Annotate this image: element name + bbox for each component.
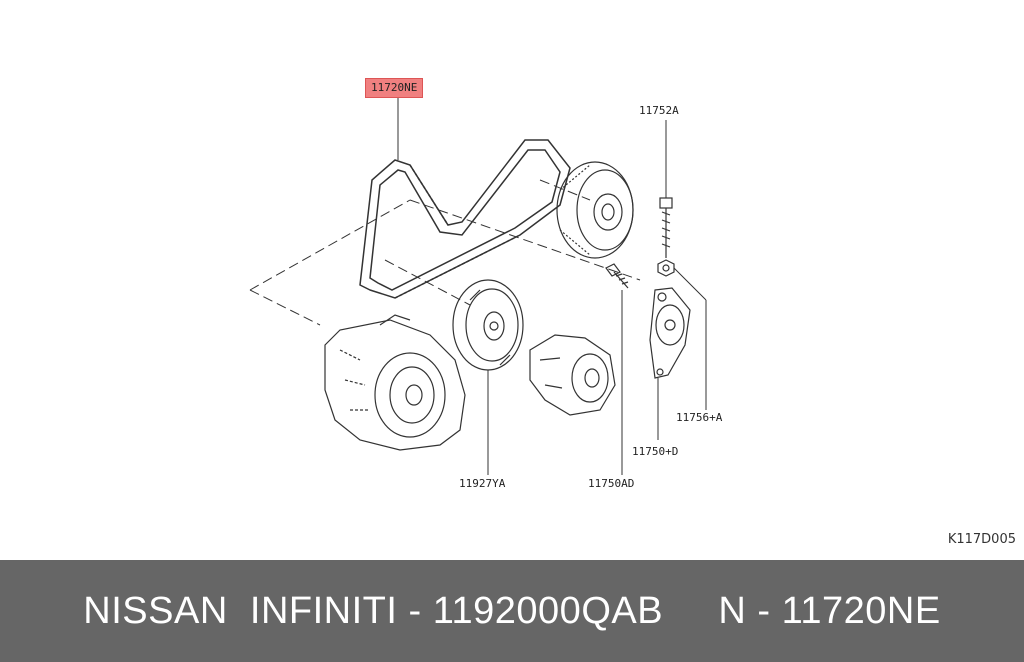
bolt-top [659, 197, 673, 258]
bolt-small [605, 263, 629, 289]
leader-lines [397, 98, 707, 475]
callout-tensioner[interactable]: 11750+D [632, 445, 679, 458]
nut-washer [657, 259, 675, 277]
drive-belt [359, 139, 571, 299]
steering-pump [529, 334, 616, 416]
footer-part-number: NISSAN INFINITI - 1192000QAB N - 11720NE [83, 589, 941, 632]
callout-belt[interactable]: 11720NE [365, 78, 424, 98]
dashed-guide-lines [249, 179, 641, 326]
callout-bolt-top[interactable]: 11752A [639, 104, 679, 117]
crank-pulley [452, 279, 524, 371]
belt-tensioner [649, 287, 691, 379]
callout-bolt-small[interactable]: 11750AD [588, 477, 635, 490]
figure-code: K117D005 [947, 532, 1016, 547]
callout-pulley[interactable]: 11927YA [459, 477, 506, 490]
idler-pulley [556, 161, 634, 259]
parts-diagram [249, 98, 707, 475]
alternator [324, 314, 466, 451]
footer-banner: NISSAN INFINITI - 1192000QAB N - 11720NE [0, 560, 1024, 662]
callout-washer[interactable]: 11756+A [676, 411, 723, 424]
